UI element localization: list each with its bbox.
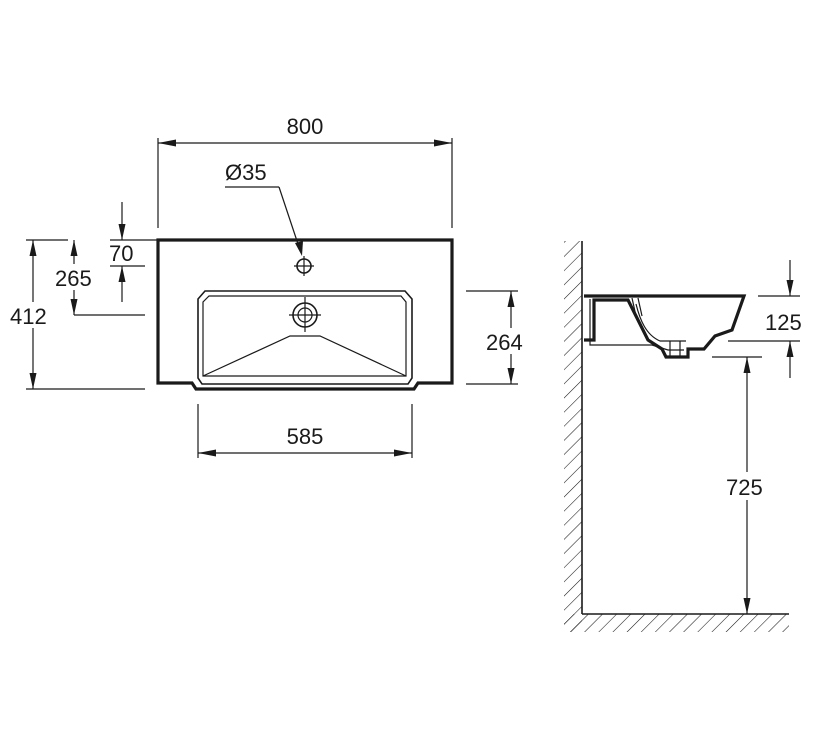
plan-view: 800 Ø35 70 265 [8, 114, 533, 458]
hole-diameter-label: Ø35 [225, 160, 267, 185]
wall-hatch [564, 241, 582, 632]
depth-label: 412 [10, 304, 47, 329]
bowl-slope-lines [202, 335, 407, 377]
floor-hatch [564, 614, 789, 632]
bowl-width-dimension: 585 [197, 404, 413, 458]
width-dimension: 800 [157, 114, 453, 228]
drain-offset-label: 265 [55, 266, 92, 291]
hole-diameter-leader: Ø35 [225, 160, 303, 256]
basin-height-label: 125 [765, 310, 802, 335]
depth-dimension: 412 [8, 239, 145, 390]
width-label: 800 [287, 114, 324, 139]
tap-offset-dimension: 70 [109, 202, 158, 302]
basin-profile-inner [589, 299, 684, 351]
tap-hole-icon [294, 256, 314, 276]
mount-height-label: 725 [726, 475, 763, 500]
drain-icon [289, 297, 321, 332]
mount-height-dimension: 725 [712, 356, 774, 614]
basin-outline [156, 238, 454, 391]
bowl-depth-label: 264 [486, 330, 523, 355]
bowl-outline [197, 290, 413, 385]
bowl-width-label: 585 [287, 424, 324, 449]
basin-bowl-curve [635, 303, 686, 342]
drain-offset-dimension: 265 [54, 240, 145, 316]
side-view: 125 725 [564, 241, 802, 632]
bowl-depth-dimension: 264 [466, 290, 533, 385]
basin-height-dimension: 125 [728, 260, 802, 378]
tap-offset-label: 70 [109, 241, 133, 266]
basin-profile [584, 294, 747, 359]
